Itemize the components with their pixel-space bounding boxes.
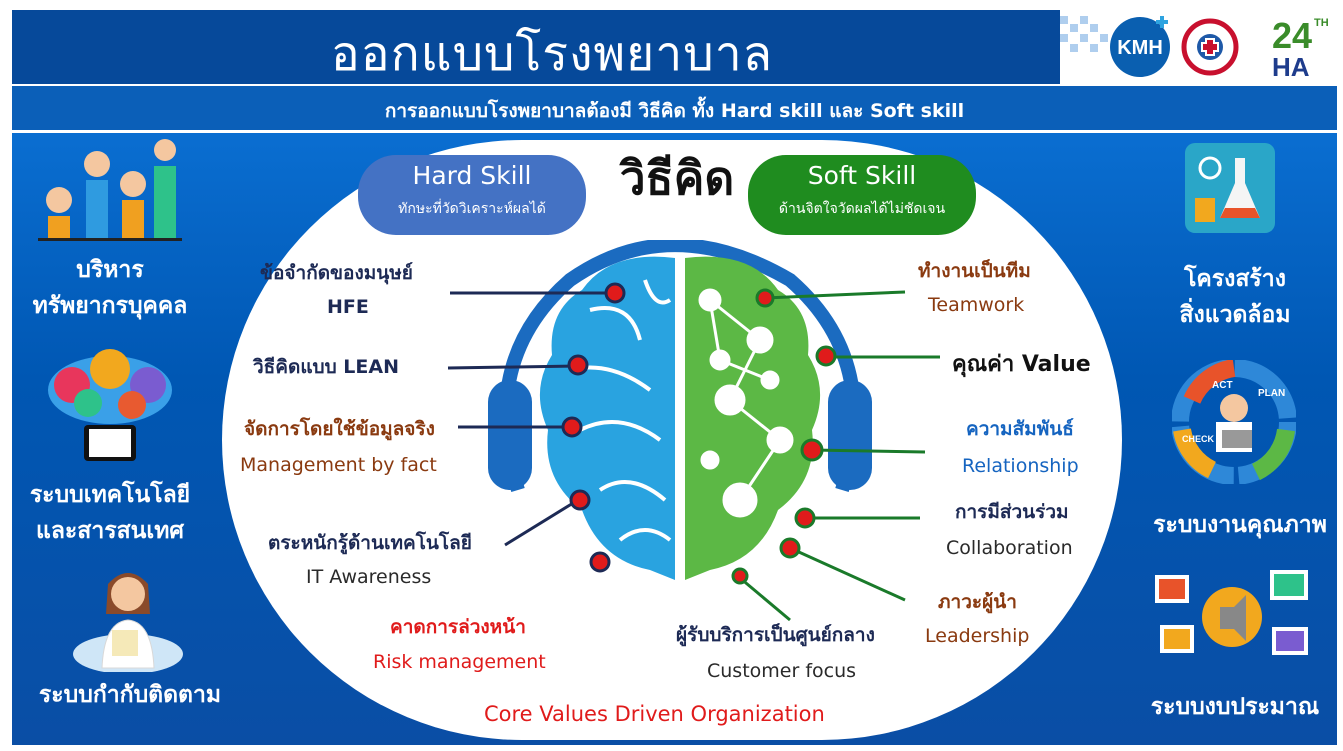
hard-item-risk-th: คาดการล่วงหน้า [390,616,526,638]
right-item-budget-line1: ระบบงบประมาณ [1150,694,1320,720]
hard-skill-title: Hard Skill [412,161,532,190]
hard-item-it-th: ตระหนักรู้ด้านเทคโนโลยี [268,532,472,554]
left-item-hr-line2: ทรัพยากรบุคคล [32,292,188,319]
right-item-quality-line1: ระบบงานคุณภาพ [1153,512,1327,538]
soft-item-collaboration-en: Collaboration [946,537,1073,559]
soft-item-value: คุณค่า Value [952,352,1091,377]
hard-skill-desc: ทักษะที่วัดวิเคราะห์ผลได้ [398,201,546,217]
svg-text:TH: TH [1314,17,1329,29]
hard-item-hfe-en: HFE [327,296,369,318]
pdca-act-label: ACT [1212,380,1233,391]
svg-text:24: 24 [1272,15,1312,56]
hard-item-hfe-th: ข้อจำกัดของมนุษย์ [260,262,413,284]
soft-item-teamwork-en: Teamwork [928,294,1025,316]
svg-text:HA: HA [1272,52,1310,82]
kmh-logo: KMH [1110,16,1170,77]
hard-item-it-en: IT Awareness [306,566,432,588]
left-item-it: ระบบเทคโนโลยี และสารสนเทศ [20,478,200,549]
soft-item-leadership-th: ภาวะผู้นำ [938,591,1017,613]
hard-skill-pill: Hard Skill ทักษะที่วัดวิเคราะห์ผลได้ [358,155,586,235]
subtitle: การออกแบบโรงพยาบาลต้องมี วิธีคิด ทั้ง Ha… [384,100,965,122]
left-item-it-line2: และสารสนเทศ [36,517,184,544]
logos-graphic: KMH 24 TH HA [1060,15,1329,82]
svg-text:KMH: KMH [1117,37,1163,59]
left-item-hr-line1: บริหาร [76,257,144,283]
right-item-structure-line1: โครงสร้าง [1184,266,1286,292]
left-item-monitoring: ระบบกำกับติดตาม [20,678,240,714]
pdca-cycle-icon: ACT PLAN CHECK [1172,360,1296,484]
right-item-structure-line2: สิ่งแวดล้อม [1179,301,1291,328]
pdca-check-label: CHECK [1182,434,1215,444]
brain-illustration [488,240,872,580]
soft-item-relationship-th: ความสัมพันธ์ [966,418,1074,440]
soft-item-leadership-en: Leadership [925,625,1030,647]
soft-skill-desc: ด้านจิตใจวัดผลได้ไม่ชัดเจน [778,201,946,217]
soft-item-relationship-en: Relationship [962,455,1079,477]
logo-area: KMH 24 TH HA [1060,10,1337,84]
right-item-quality: ระบบงานคุณภาพ [1140,508,1340,544]
subtitle-bar: การออกแบบโรงพยาบาลต้องมี วิธีคิด ทั้ง Ha… [12,86,1337,130]
pixel-pattern-decoration [1060,16,1108,52]
soft-skill-title: Soft Skill [807,161,917,190]
cloud-technology-icon [48,349,172,461]
right-item-budget: ระบบงบประมาณ [1130,690,1340,726]
soft-item-customer-th: ผู้รับบริการเป็นศูนย์กลาง [676,624,875,646]
hard-item-fact-th: จัดการโดยใช้ข้อมูลจริง [244,418,435,440]
right-brain-network [698,288,794,518]
left-item-monitoring-line1: ระบบกำกับติดตาม [38,682,222,708]
hard-skill-nodes [561,282,626,573]
hard-item-fact-en: Management by fact [240,454,437,476]
soft-item-customer-en: Customer focus [707,660,857,682]
soft-item-collaboration-th: การมีส่วนร่วม [955,501,1069,523]
left-item-it-line1: ระบบเทคโนโลยี [29,482,191,508]
ha-24th-logo: 24 TH HA [1272,15,1329,82]
lab-science-icon [1185,143,1275,233]
left-item-hr: บริหาร ทรัพยากรบุคคล [20,253,200,324]
hr-bar-chart-icon [38,139,182,241]
budget-network-icon [1155,570,1308,655]
pdca-plan-label: PLAN [1258,388,1285,399]
soft-skill-nodes [731,288,837,585]
soft-item-teamwork-th: ทำงานเป็นทีม [918,260,1031,282]
soft-skill-pill: Soft Skill ด้านจิตใจวัดผลได้ไม่ชัดเจน [748,155,976,235]
hard-item-lean: วิธีคิดแบบ LEAN [253,356,399,378]
center-title: วิธีคิด [619,151,735,205]
page-title: ออกแบบโรงพยาบาล [330,26,774,82]
presenter-woman-icon [73,573,183,672]
medical-seal-logo [1181,18,1239,76]
hard-item-risk-en: Risk management [373,651,546,673]
right-item-structure: โครงสร้าง สิ่งแวดล้อม [1140,262,1330,333]
footer-core-values: Core Values Driven Organization [484,702,825,726]
